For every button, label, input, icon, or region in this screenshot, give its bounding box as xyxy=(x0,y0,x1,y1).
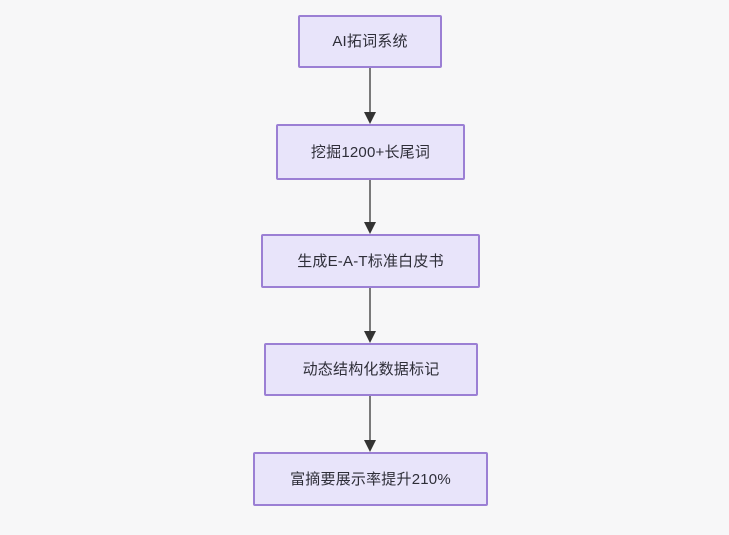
flow-node-label: 挖掘1200+长尾词 xyxy=(310,143,431,161)
flow-node-label: AI拓词系统 xyxy=(332,33,408,50)
flow-node-label: 生成E-A-T标准白皮书 xyxy=(297,252,444,270)
flow-node-rich-snippet-rate-increase[interactable]: 富摘要展示率提升210% xyxy=(253,452,488,506)
flow-node-ai-keyword-system[interactable]: AI拓词系统 xyxy=(298,15,442,68)
flow-node-label: 富摘要展示率提升210% xyxy=(290,470,451,488)
flow-node-dynamic-structured-data-markup[interactable]: 动态结构化数据标记 xyxy=(264,343,478,396)
flow-node-generate-eat-whitepaper[interactable]: 生成E-A-T标准白皮书 xyxy=(261,234,480,288)
flow-node-label: 动态结构化数据标记 xyxy=(302,361,440,378)
flow-node-mine-longtail-keywords[interactable]: 挖掘1200+长尾词 xyxy=(276,124,465,180)
